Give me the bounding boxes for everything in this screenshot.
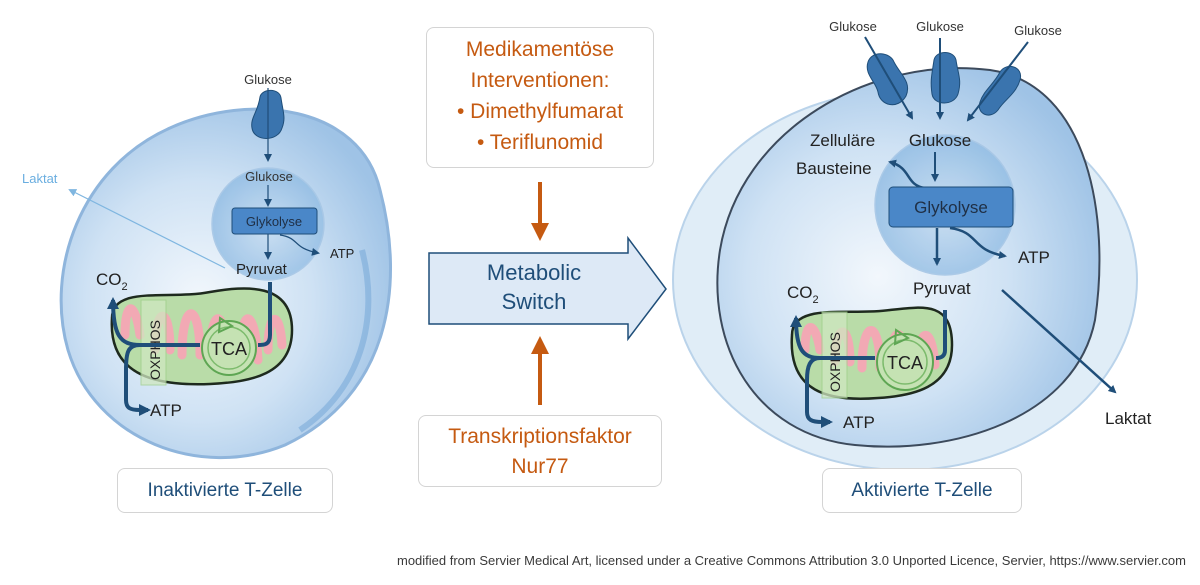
tca-label: TCA [211,339,247,359]
active-t-cell-caption-text: Aktivierte T-Zelle [851,480,993,501]
pyruvate-label: Pyruvat [236,261,288,278]
metabolic-switch-arrow [428,235,667,342]
glycolysis-atp-label: ATP [1018,248,1050,267]
active-t-cell-caption: Aktivierte T-Zelle [822,468,1022,513]
pyruvate-to-tca-arrow [935,310,947,360]
glucose-outside-label-1: Glukose [829,19,877,34]
glucose-inside-label: Glukose [909,131,971,150]
interventions-title-line1: Medikamentöse [465,38,615,61]
co2-label: CO2 [96,270,128,293]
switch-label-line1: Metabolic [487,260,581,285]
glucose-outside-label-2: Glukose [916,19,964,34]
co2-label: CO2 [787,283,819,306]
glycolysis-box [231,207,318,235]
glucose-outside-label-3: Glukose [1014,23,1062,38]
glycolysis-atp-arrow [279,234,320,256]
glucose-arrow-1 [864,36,914,120]
intervention-item-dimethylfumarat: • Dimethylfumarat [456,100,624,123]
glucose-arrow-3 [966,41,1029,122]
lactate-arrow [68,189,226,269]
inactive-t-cell-caption: Inaktivierte T-Zelle [117,468,333,513]
interventions-title-line2: Interventionen: [470,69,610,92]
building-blocks-label-1: Zelluläre [810,131,875,150]
transcription-factor-line1: Transkriptionsfaktor [448,425,632,448]
glycolysis-atp-label: ATP [330,246,354,261]
building-blocks-label-2: Bausteine [796,159,872,178]
switch-label-line2: Switch [502,289,567,314]
glycolysis-atp-arrow [949,226,1007,259]
glycolysis-label: Glykolyse [246,214,302,229]
attribution-credit: modified from Servier Medical Art, licen… [396,553,1186,568]
pyruvate-to-tca-arrow [257,282,272,347]
mito-atp-arrow [124,343,151,416]
intervention-item-teriflunomid: • Teriflunomid [476,131,604,154]
glucose-outside-label: Glukose [244,72,292,87]
tca-label: TCA [887,353,923,373]
mitochondrion: TCA OXPHOS [790,306,954,400]
mito-atp-label: ATP [150,401,182,420]
lactate-arrow [1001,289,1117,394]
mito-atp-label: ATP [843,413,875,432]
inactive-t-cell-caption-text: Inaktivierte T-Zelle [147,480,303,501]
lactate-label: Laktat [1105,409,1152,428]
lactate-label: Laktat [22,171,58,186]
inactive-t-cell: Glukose Glukose Glykolyse ATP Pyruvat La… [22,72,393,459]
pyruvate-label: Pyruvat [913,279,971,298]
active-t-cell: Glukose Glukose Glukose Glukose Zellulär… [672,19,1152,471]
mitochondrion: TCA OXPHOS [110,287,294,386]
transcription-factor-box: Transkriptionsfaktor Nur77 [418,415,662,487]
glycolysis-label: Glykolyse [914,198,988,217]
oxphos-label: OXPHOS [147,320,163,380]
transcription-factor-line2: Nur77 [511,455,569,478]
mito-atp-arrow [805,356,833,428]
oxphos-label: OXPHOS [827,332,843,392]
glucose-inside-label: Glukose [245,169,293,184]
interventions-box: Medikamentöse Interventionen: • Dimethyl… [426,27,654,168]
